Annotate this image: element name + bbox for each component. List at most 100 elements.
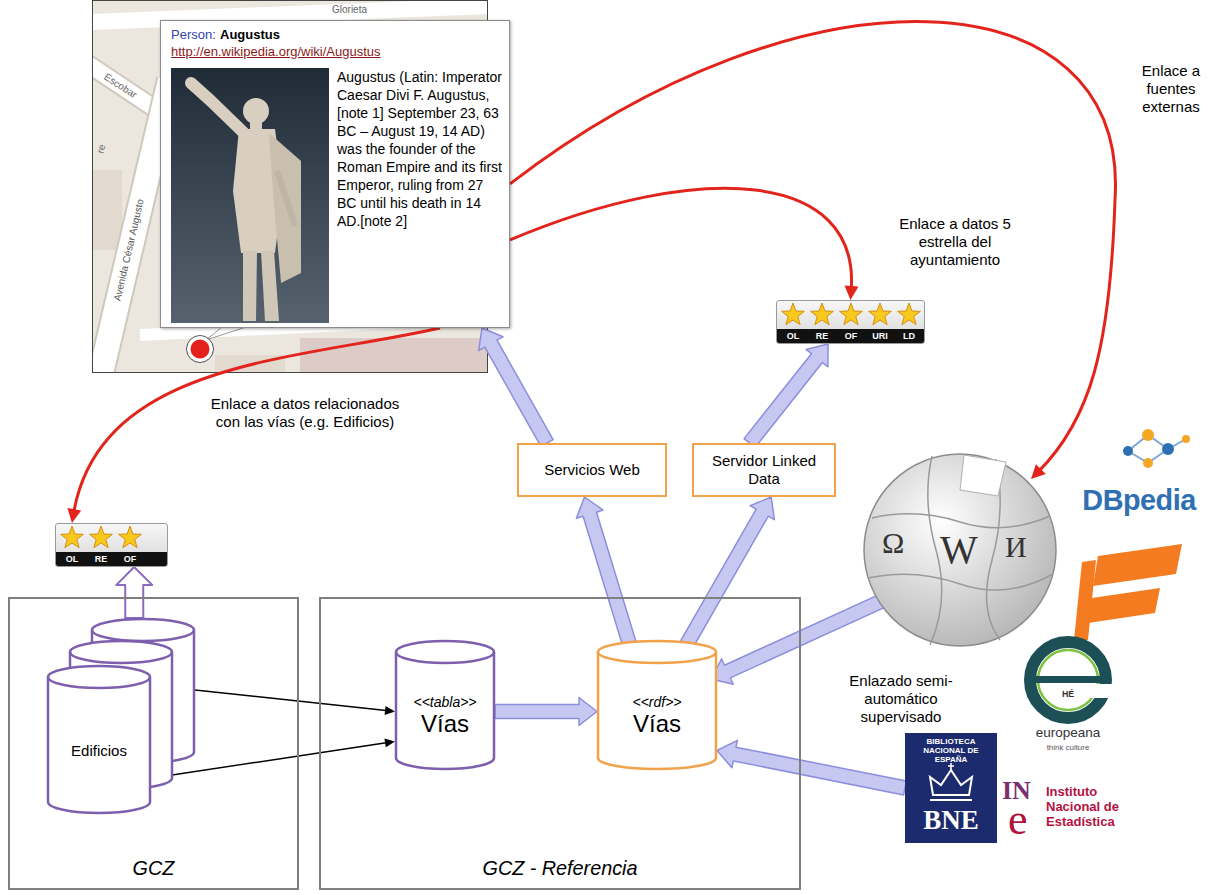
region-box: GCZEdificios bbox=[8, 597, 299, 890]
edge-label: Enlace a datos relacionados con las vías… bbox=[205, 395, 405, 431]
database-label: Vías bbox=[421, 710, 469, 738]
bne-logo-outline-part bbox=[930, 770, 972, 795]
database-cylinder: <<tabla>>Vías bbox=[395, 640, 495, 770]
badge-code: LD bbox=[895, 330, 923, 342]
logo-mark: HÉ bbox=[1012, 688, 1124, 700]
service-label: Servidor Linked Data bbox=[698, 452, 830, 488]
info-popup: Person:Augustushttp://en.wikipedia.org/w… bbox=[160, 20, 510, 328]
star-badge: OLREOF bbox=[55, 523, 168, 567]
arrow-body bbox=[479, 328, 553, 446]
link-arrow bbox=[510, 22, 1115, 479]
database-label: Edificios bbox=[71, 742, 127, 759]
logo-text: BNE bbox=[905, 803, 997, 837]
map-pin-ring bbox=[187, 336, 214, 363]
stereotype-label: <<rdf>> bbox=[632, 694, 681, 710]
dbpedia-logo-outline-part bbox=[1142, 429, 1154, 441]
region-title: GCZ - Referencia bbox=[319, 857, 801, 880]
text-area: Edificios bbox=[48, 693, 150, 808]
star-badge-outline-part bbox=[811, 303, 834, 325]
dbpedia-logo-outline-part bbox=[1123, 446, 1133, 456]
wikipedia-globe-outline-part bbox=[872, 514, 1050, 528]
database-cylinder-outline-part bbox=[598, 652, 716, 663]
arrow-body bbox=[717, 740, 906, 795]
logo-text: BIBLIOTECA NACIONAL DE ESPAÑA bbox=[908, 737, 994, 764]
star-badge-outline-part bbox=[61, 526, 84, 548]
database-stack-outline-part bbox=[48, 677, 150, 688]
europeana-logo-outline-part bbox=[1034, 676, 1102, 683]
database-stack-outline bbox=[47, 618, 195, 815]
arrow-head bbox=[385, 706, 395, 715]
globe-glyph: Ω bbox=[882, 528, 904, 558]
badge-code: OF bbox=[837, 330, 865, 342]
logo-text: europeana bbox=[1012, 724, 1124, 742]
popup-text: Augustus (Latin: Imperator Caesar Divi F… bbox=[337, 68, 503, 230]
arrow-curve bbox=[74, 328, 440, 513]
star-badge-outline-part bbox=[869, 303, 892, 325]
region-box: GCZ - Referencia<<tabla>>Vías<<rdf>>Vías bbox=[319, 597, 801, 890]
star-badge-outline-part bbox=[90, 526, 113, 548]
database-stack-outline-part bbox=[92, 630, 194, 641]
star-badge-outline-part bbox=[56, 552, 168, 567]
map-pin bbox=[189, 338, 211, 360]
linking-note: Enlazado semi-automático supervisado bbox=[842, 672, 960, 726]
edge-label: Enlace a fuentes externas bbox=[1135, 62, 1207, 116]
popup-type: Person: bbox=[171, 27, 216, 43]
globe-glyph: И bbox=[1005, 532, 1027, 562]
dbpedia-logo-outline-part bbox=[1162, 443, 1174, 455]
logo-band bbox=[1093, 544, 1182, 586]
ine-logo: INeInstituto Nacional de Estadística bbox=[1000, 778, 1132, 850]
star-badge-outline-part bbox=[119, 526, 142, 548]
arrow-head bbox=[67, 508, 81, 523]
flow-arrow bbox=[495, 698, 597, 726]
wikipedia-globe: Ω WИ bbox=[860, 450, 1060, 650]
badge-code: URI bbox=[866, 330, 894, 342]
flow-arrow bbox=[116, 567, 152, 618]
database-cylinder-outline-part bbox=[598, 641, 716, 769]
map-building bbox=[300, 338, 488, 373]
badge-code: RE bbox=[87, 553, 115, 565]
text-area: <<tabla>>Vías bbox=[395, 666, 495, 766]
info-popup-outline-part bbox=[261, 251, 279, 321]
star-badge-outline-part bbox=[840, 303, 863, 325]
street-name: Glorieta bbox=[332, 4, 367, 16]
arrow-curve bbox=[510, 188, 852, 290]
europeana-logo-outline-part bbox=[1090, 684, 1120, 698]
arrow-head bbox=[384, 738, 395, 747]
dbpedia-logo-outline-part bbox=[1128, 435, 1186, 463]
arrow-head bbox=[1031, 464, 1046, 479]
popup-pointer bbox=[206, 327, 246, 340]
star-badge-outline-part bbox=[898, 303, 921, 325]
flow-arrow bbox=[744, 344, 828, 447]
logo-text: DBpedia bbox=[1070, 481, 1208, 519]
edge-label: Enlace a datos 5 estrella del ayuntamien… bbox=[885, 215, 1025, 269]
star-badge-outline-part bbox=[782, 303, 805, 325]
link-arrow bbox=[67, 328, 440, 523]
flow-arrow bbox=[681, 497, 775, 647]
database-cylinder-outline-part bbox=[396, 641, 494, 769]
service-box: Servicios Web bbox=[517, 443, 667, 497]
badge-code: RE bbox=[808, 330, 836, 342]
flow-arrow bbox=[717, 740, 906, 795]
arrow-body bbox=[744, 344, 828, 447]
badge-code: OF bbox=[116, 553, 144, 565]
wikipedia-globe-outline-part bbox=[928, 456, 942, 645]
europeana-logo-outline-part bbox=[1030, 642, 1106, 718]
flow-arrow bbox=[576, 497, 636, 646]
dbpedia-logo-outline-part bbox=[1143, 458, 1153, 468]
database-label: Vías bbox=[633, 710, 681, 738]
database-stack-outline-part bbox=[70, 652, 172, 663]
dbpedia-logo: DBpedia bbox=[1070, 425, 1208, 530]
arrow-curve bbox=[510, 22, 1115, 472]
feed-arrow bbox=[172, 738, 395, 775]
service-box: Servidor Linked Data bbox=[692, 443, 836, 497]
map-block bbox=[92, 170, 122, 250]
text-area: <<rdf>>Vías bbox=[597, 666, 717, 766]
arrow-body bbox=[576, 497, 636, 646]
wikipedia-globe-outline-part bbox=[868, 574, 1053, 590]
arrow-body bbox=[116, 567, 152, 618]
link-arrow bbox=[510, 188, 859, 300]
text-area: Servicios Web bbox=[523, 445, 661, 495]
arrow-body bbox=[681, 497, 775, 647]
globe-glyph: W bbox=[940, 530, 978, 570]
